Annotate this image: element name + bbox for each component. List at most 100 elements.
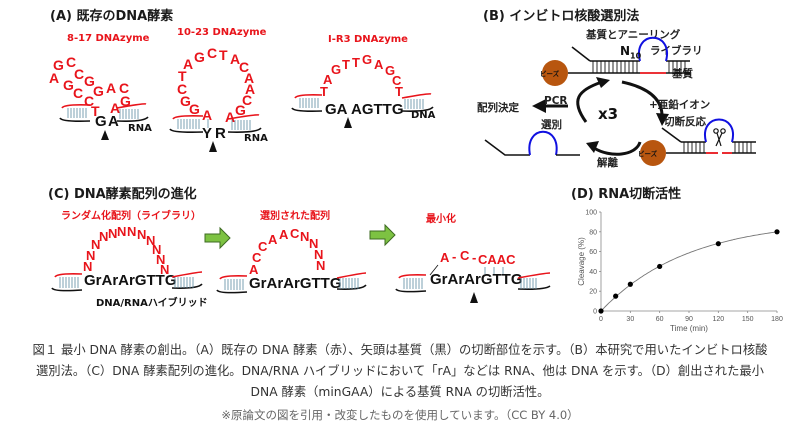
nucleotide: C bbox=[73, 85, 84, 101]
stage2-label: 選別された配列 bbox=[260, 211, 330, 222]
substrate-type-label: RNA bbox=[244, 133, 268, 144]
panel-a-title: (A) 既存のDNA酵素 bbox=[50, 9, 174, 24]
data-point bbox=[774, 229, 780, 235]
license-note: ※原論文の図を引用・改変したものを使用しています。（CC BY 4.0） bbox=[221, 408, 579, 422]
nucleotide: C bbox=[242, 92, 253, 108]
nucleotide: A bbox=[279, 227, 289, 242]
x-tick-label: 150 bbox=[742, 316, 754, 323]
nucleotide: A bbox=[230, 51, 241, 67]
duplex-arms bbox=[291, 93, 434, 128]
n10-subscript: 10 bbox=[630, 51, 642, 61]
nucleotide: A bbox=[49, 70, 60, 86]
cycle-arrowhead-icon bbox=[586, 141, 599, 153]
nucleotide: A bbox=[440, 250, 450, 265]
nucleotide: A bbox=[249, 262, 259, 277]
substrate-seq-3: AGTTG bbox=[351, 101, 404, 118]
nucleotide: G bbox=[331, 62, 342, 77]
nucleotide: G bbox=[53, 57, 64, 73]
nucleotide: G bbox=[63, 77, 74, 93]
nucleotide: T bbox=[219, 47, 228, 63]
nucleotide: N bbox=[91, 237, 101, 252]
panel-d-title: (D) RNA切断活性 bbox=[571, 187, 682, 202]
enzyme-8-17-label: 8-17 DNAzyme bbox=[67, 33, 150, 44]
nucleotide: T bbox=[320, 84, 328, 99]
selection-cycle-diagram bbox=[484, 36, 756, 166]
y-tick-label: 40 bbox=[589, 269, 597, 276]
x-tick-label: 180 bbox=[771, 316, 783, 323]
cleavage-arrowhead-icon bbox=[101, 130, 109, 140]
data-point bbox=[613, 293, 619, 299]
bead-icon bbox=[542, 60, 568, 86]
core-sequence: GrArArGTTG bbox=[84, 272, 177, 289]
nucleotide: N bbox=[108, 226, 118, 241]
selection-label: 選別 bbox=[541, 119, 562, 131]
core-sequence: GrArArGTTG bbox=[249, 275, 342, 292]
library-label: ライブラリ bbox=[650, 45, 703, 57]
nucleotide: A bbox=[110, 100, 121, 116]
nucleotide: C bbox=[392, 73, 402, 88]
substrate-seq-5: GA bbox=[325, 101, 348, 118]
caption-line-3: DNA 酵素（minGAA）による基質 RNA の切断活性。 bbox=[250, 385, 550, 399]
bead-label: ビーズ bbox=[638, 150, 658, 158]
cycle-count: x3 bbox=[598, 105, 619, 123]
x-tick-label: 90 bbox=[685, 316, 693, 323]
cleavage-nt: R bbox=[215, 125, 226, 142]
nucleotide: T bbox=[91, 103, 100, 119]
enzyme-10-23-label: 10-23 DNAzyme bbox=[177, 27, 267, 38]
pcr-arrowhead-icon bbox=[532, 99, 546, 113]
panel-b-title: (B) インビトロ核酸選別法 bbox=[483, 9, 640, 24]
nucleotide: C bbox=[74, 66, 85, 82]
cleavage-nt: Y bbox=[202, 125, 213, 142]
stage1-label: ランダム化配列（ライブラリ） bbox=[61, 211, 201, 222]
nucleotide: C bbox=[239, 59, 250, 75]
caption-line-1: 図１ 最小 DNA 酵素の創出。（A）既存の DNA 酵素（赤）、矢頭は基質（黒… bbox=[32, 343, 768, 357]
nucleotide: G bbox=[84, 73, 95, 89]
nucleotide: N bbox=[300, 229, 310, 244]
data-point bbox=[627, 281, 633, 287]
cycle-arrowhead-icon bbox=[596, 77, 610, 88]
data-point bbox=[598, 308, 604, 314]
x-tick-label: 30 bbox=[626, 316, 634, 323]
green-arrow-icon bbox=[369, 223, 396, 247]
caption-line-2: 選別法。（C）DNA 酵素配列の進化。DNA/RNA ハイブリッドにおいて「rA… bbox=[36, 364, 764, 378]
nucleotide: C bbox=[252, 250, 262, 265]
nucleotide: T bbox=[352, 55, 360, 70]
sequencing-label: 配列決定 bbox=[477, 102, 519, 114]
nucleotide: N bbox=[86, 248, 96, 263]
nucleotide: A bbox=[268, 232, 278, 247]
y-tick-label: 100 bbox=[585, 210, 597, 217]
nucleotide: N bbox=[137, 227, 147, 242]
nucleotide: N bbox=[117, 224, 127, 239]
duplex-arms bbox=[59, 103, 149, 140]
nucleotide: N bbox=[314, 247, 324, 262]
data-point bbox=[657, 263, 663, 270]
n10-label: N10 bbox=[620, 44, 641, 60]
nucleotide: G bbox=[194, 49, 205, 65]
fit-curve bbox=[600, 231, 778, 312]
nucleotide: C bbox=[290, 226, 300, 241]
nucleotide: G bbox=[362, 52, 373, 67]
nucleotide: C bbox=[84, 93, 95, 109]
y-tick-label: 80 bbox=[589, 229, 597, 236]
x-tick-label: 60 bbox=[656, 316, 664, 323]
nucleotide: T bbox=[342, 57, 350, 72]
panel-c-title: (C) DNA酵素配列の進化 bbox=[48, 187, 197, 202]
dissociation-label: 解離 bbox=[597, 157, 618, 169]
nucleotide: N bbox=[309, 236, 319, 251]
nucleotide-run: CAAC bbox=[478, 252, 516, 267]
nucleotide: C bbox=[177, 81, 188, 97]
pcr-label: PCR bbox=[544, 95, 568, 107]
nucleotide: G bbox=[385, 63, 396, 78]
nucleotide: C bbox=[207, 45, 218, 61]
nucleotide: N bbox=[127, 224, 137, 239]
substrate-type-label: DNA bbox=[411, 110, 436, 121]
nucleotide: G bbox=[189, 101, 200, 117]
substrate-type-label: RNA bbox=[128, 123, 152, 134]
cleavage-nt: A bbox=[108, 113, 119, 130]
cycle-arrowhead-icon bbox=[656, 113, 669, 126]
core-sequence: GrArArGTTG bbox=[430, 271, 523, 288]
cleavage-arrowhead-icon bbox=[470, 292, 478, 303]
y-tick-label: 20 bbox=[589, 289, 597, 296]
n10-text: N bbox=[620, 44, 631, 58]
